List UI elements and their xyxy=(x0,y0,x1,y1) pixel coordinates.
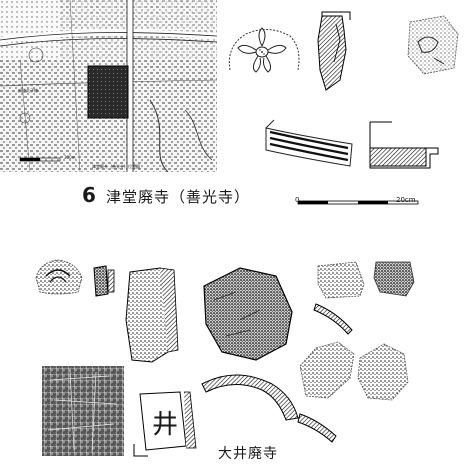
scale-end-label: 20cm xyxy=(396,196,416,204)
scale-start-label: 0 xyxy=(295,196,300,204)
right-fragment-left xyxy=(317,261,365,299)
right-fragment-right xyxy=(373,261,415,297)
tile-profile-drawing xyxy=(312,10,354,96)
large-tile-fragment xyxy=(203,267,293,361)
textured-tile-rubbing xyxy=(42,366,124,456)
site-location-map: 府道太子線 300m 津堂廃寺（善光寺）位置図 xyxy=(0,0,220,173)
section-number: 6 xyxy=(82,183,96,207)
scale-bar xyxy=(292,193,452,213)
map-road-label: 府道太子線 xyxy=(18,88,38,93)
curved-tile-arc xyxy=(201,374,299,421)
small-tile-fragment xyxy=(93,265,115,297)
tall-tile-fragment xyxy=(125,267,179,363)
flat-tile-ridges-drawing xyxy=(262,118,354,170)
section-title: 津堂廃寺（善光寺） xyxy=(106,188,251,206)
inscribed-tile xyxy=(133,391,197,457)
small-lotus-fragment xyxy=(35,259,83,295)
section-2-title: 大井廃寺 xyxy=(218,446,278,462)
tile-fragment-drawing xyxy=(404,12,460,78)
fragment-mid-left xyxy=(299,341,355,399)
curved-sherd-bottom xyxy=(297,413,337,443)
inscription-glyph: 井 xyxy=(152,410,179,440)
curved-sherd-small xyxy=(313,303,353,335)
lotus-roof-tile-drawing xyxy=(222,22,304,74)
map-scale-label: 300m xyxy=(64,155,76,160)
tile-section-drawing xyxy=(366,118,444,172)
map-caption: 津堂廃寺（善光寺）位置図 xyxy=(92,164,140,169)
fragment-mid-right xyxy=(357,343,409,401)
